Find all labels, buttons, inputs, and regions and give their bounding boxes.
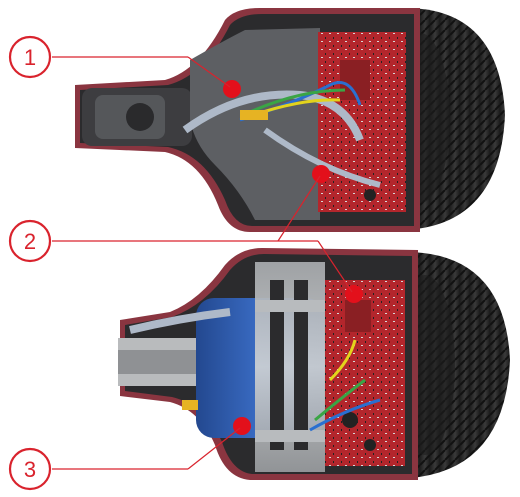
callout-3-circle	[8, 447, 52, 491]
marker-dot-2b	[345, 285, 363, 303]
callouts: 1 2 3	[8, 35, 353, 491]
callout-2-label: 2	[24, 229, 36, 254]
callout-1-label: 1	[24, 45, 36, 70]
marker-dot-1	[223, 80, 241, 98]
top-unit	[75, 8, 505, 232]
callout-3-label: 3	[24, 457, 36, 482]
callout-1-circle	[8, 35, 52, 79]
marker-dot-2a	[312, 165, 330, 183]
callout-2-circle	[8, 219, 52, 263]
marker-dot-3	[233, 417, 251, 435]
bottom-unit	[118, 248, 510, 480]
top-control-board	[318, 32, 406, 212]
